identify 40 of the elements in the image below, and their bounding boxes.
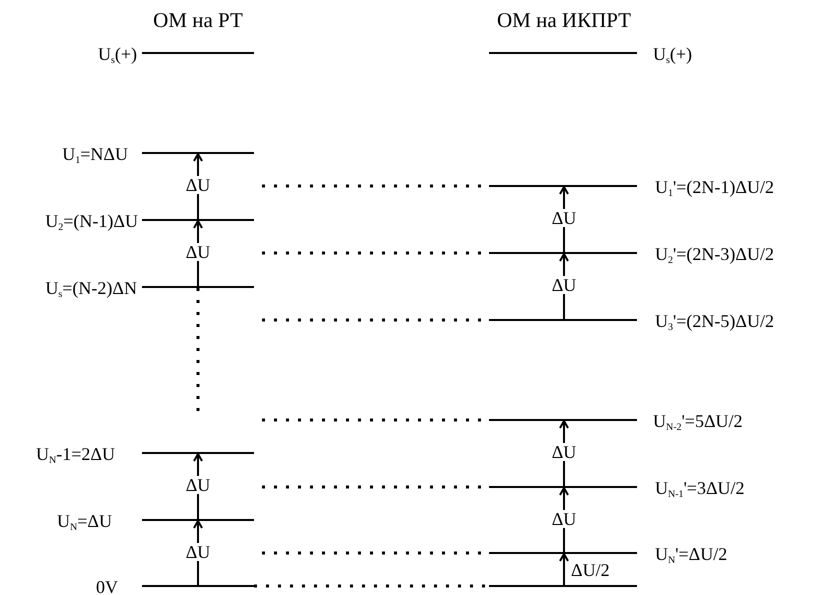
energy-level-line bbox=[142, 52, 254, 54]
energy-level-line bbox=[489, 185, 637, 187]
level-label: U$_{s}$(+) bbox=[98, 44, 137, 64]
level-label: U$_{1}$=NΔU bbox=[62, 144, 128, 164]
level-label: U$_{N-1}$'=3ΔU/2 bbox=[655, 478, 745, 498]
energy-level-line bbox=[142, 519, 254, 521]
level-label: U$_{2}$'=(2N-3)ΔU/2 bbox=[655, 244, 774, 264]
energy-level-line bbox=[489, 419, 637, 421]
energy-level-line bbox=[142, 585, 254, 587]
column-heading: ОМ на РТ bbox=[153, 8, 243, 33]
energy-level-line bbox=[489, 52, 637, 54]
energy-level-line bbox=[489, 252, 637, 254]
edge-label: ΔU bbox=[184, 176, 212, 194]
column-heading: ОМ на ИКПРТ bbox=[497, 8, 631, 33]
energy-level-line bbox=[142, 286, 254, 288]
level-label: U$_{s}$=(N-2)ΔN bbox=[45, 278, 137, 298]
energy-level-line bbox=[142, 452, 254, 454]
energy-level-line bbox=[489, 486, 637, 488]
level-label: U$_{1}$'=(2N-1)ΔU/2 bbox=[655, 177, 774, 197]
level-label: U$_{N}$=ΔU bbox=[57, 511, 112, 531]
level-label: U$_{3}$'=(2N-5)ΔU/2 bbox=[655, 311, 774, 331]
energy-level-line bbox=[489, 585, 637, 587]
edge-label: ΔU bbox=[550, 443, 578, 461]
energy-level-line bbox=[489, 319, 637, 321]
edge-label: ΔU bbox=[184, 243, 212, 261]
edge-label: ΔU bbox=[550, 510, 578, 528]
arrow bbox=[559, 553, 569, 585]
energy-level-line bbox=[142, 152, 254, 154]
level-label: U$_{N}$'=ΔU/2 bbox=[655, 544, 728, 564]
edge-label: ΔU bbox=[550, 209, 578, 227]
level-label: U$_{2}$=(N-1)ΔU bbox=[45, 211, 138, 231]
edge-label: ΔU bbox=[184, 476, 212, 494]
level-label: U$_{N-2}$'=5ΔU/2 bbox=[653, 411, 743, 431]
energy-level-line bbox=[489, 552, 637, 554]
level-label: U$_{N}$-1=2ΔU bbox=[36, 444, 115, 464]
level-label: U$_{s}$(+) bbox=[653, 44, 692, 64]
edge-label: ΔU bbox=[550, 276, 578, 294]
level-label: 0V bbox=[96, 577, 118, 595]
edge-label: ΔU bbox=[184, 543, 212, 561]
energy-level-line bbox=[142, 219, 254, 221]
